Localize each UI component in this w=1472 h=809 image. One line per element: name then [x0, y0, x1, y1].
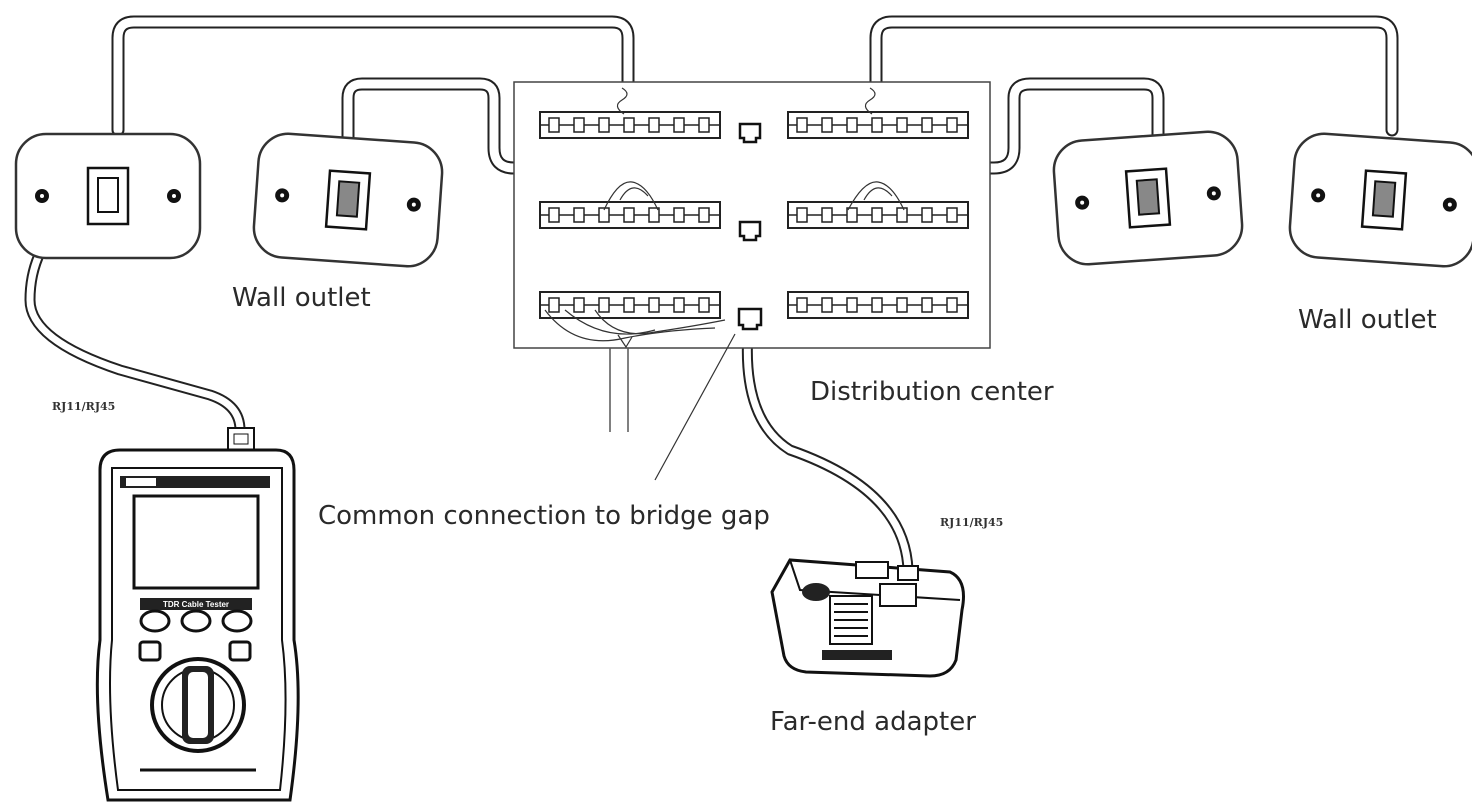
- wall-outlet: [1052, 130, 1244, 266]
- terminal-block: [787, 201, 969, 229]
- wall-outlet-left-label: Wall outlet: [232, 283, 371, 313]
- wall-outlets: [14, 130, 1472, 268]
- connector-type-left-label: RJ11/RJ45: [52, 400, 115, 413]
- rj-jack-top: [738, 122, 762, 144]
- terminal-block: [787, 111, 969, 139]
- wall-outlet: [14, 132, 202, 260]
- cables: [24, 15, 1399, 576]
- wall-outlet: [1288, 132, 1472, 268]
- far-end-adapter-label: Far-end adapter: [770, 707, 976, 737]
- terminal-block: [539, 201, 721, 229]
- pointer-line: [654, 333, 736, 481]
- rj-jack-middle: [738, 220, 762, 242]
- tester-button-side-right: [228, 640, 252, 662]
- cable-tester-device: TDR Cable Tester: [95, 427, 300, 802]
- terminal-block: [539, 291, 721, 319]
- tester-button-center: [180, 609, 212, 633]
- tester-button-left: [139, 609, 171, 633]
- cable-far-end: [741, 326, 914, 576]
- tester-button-right: [221, 609, 253, 633]
- tester-panel-title: TDR Cable Tester: [163, 600, 229, 609]
- connector-type-right-label: RJ11/RJ45: [940, 516, 1003, 529]
- wall-outlet: [252, 132, 444, 268]
- rj-jack-bottom: [737, 307, 763, 331]
- distribution-panel: [513, 81, 991, 432]
- wall-outlet-right-label: Wall outlet: [1298, 305, 1437, 335]
- terminal-block: [539, 111, 721, 139]
- distribution-center-label: Distribution center: [810, 377, 1054, 407]
- tester-button-side-left: [138, 640, 162, 662]
- common-connection-label: Common connection to bridge gap: [318, 501, 770, 531]
- far-end-adapter-device: [770, 558, 965, 678]
- terminal-block: [787, 291, 969, 319]
